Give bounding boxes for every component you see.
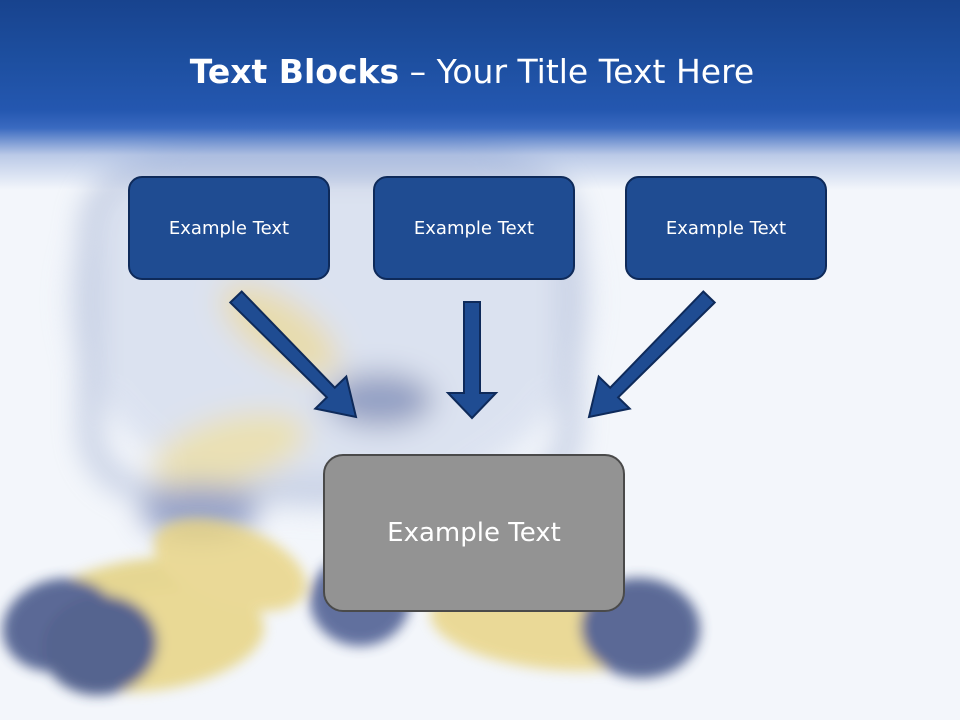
target-block[interactable]: Example Text [323,454,625,612]
text-block-2[interactable]: Example Text [373,176,575,280]
arrow-left [228,290,358,419]
target-block-label: Example Text [387,518,561,548]
text-block-3-label: Example Text [665,217,787,239]
text-block-1-label: Example Text [168,217,290,239]
slide-title: Text Blocks – Your Title Text Here [0,52,944,91]
text-block-3[interactable]: Example Text [625,176,827,280]
title-dash: – [399,52,437,91]
title-bold: Text Blocks [189,52,400,91]
text-block-1[interactable]: Example Text [128,176,330,280]
title-rest: Your Title Text Here [436,52,755,91]
arrow-right [587,290,717,419]
title-bar [0,0,960,190]
arrow-center [445,301,499,420]
text-block-2-label: Example Text [413,217,535,239]
